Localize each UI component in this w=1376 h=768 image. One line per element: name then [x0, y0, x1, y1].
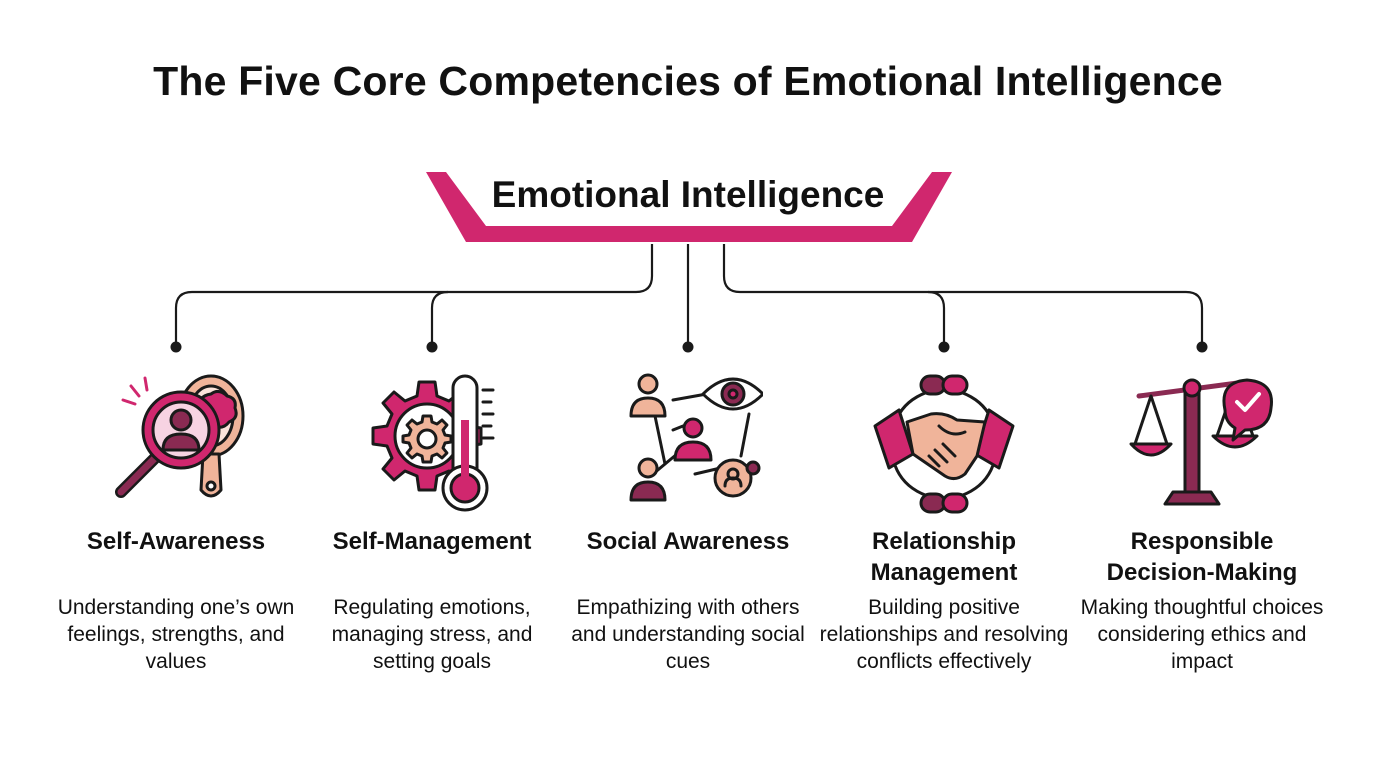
- handshake-chain-icon: [873, 374, 1015, 514]
- competency-description: Empathizing with others and understandin…: [571, 596, 805, 673]
- competency-title: Responsible Decision-Making: [1106, 528, 1298, 586]
- gear-thermometer-icon: [371, 374, 495, 512]
- competency-self-awareness: Self-Awareness Understanding one’s own f…: [51, 370, 301, 675]
- balance-scale-check-icon: [1129, 378, 1273, 506]
- connector-dots: [170, 341, 1208, 353]
- competency-description: Building positive relationships and reso…: [819, 596, 1069, 673]
- connector-lines: [174, 244, 1204, 346]
- center-label: Emotional Intelligence: [491, 174, 885, 215]
- competency-description: Understanding one’s own feelings, streng…: [57, 596, 295, 673]
- competency-title: Relationship Management: [870, 528, 1018, 586]
- competency-responsible-decision-making: Responsible Decision-Making Making thoug…: [1077, 370, 1327, 675]
- competency-relationship-management: Relationship Management Building positiv…: [819, 370, 1069, 675]
- competency-description: Regulating emotions, managing stress, an…: [331, 596, 533, 673]
- competency-social-awareness: Social Awareness Empathizing with others…: [563, 370, 813, 675]
- competency-title: Self-Awareness: [86, 528, 266, 555]
- center-banner-shape: [426, 172, 952, 242]
- magnifier-brain-mirror-icon: [115, 374, 245, 498]
- competency-title: Self-Management: [332, 528, 532, 555]
- competency-title: Social Awareness: [586, 528, 790, 555]
- people-network-eye-icon: [629, 373, 763, 502]
- page-title: The Five Core Competencies of Emotional …: [153, 58, 1223, 104]
- competency-description: Making thoughtful choices considering et…: [1080, 596, 1324, 673]
- competency-self-management: Self-Management Regulating emotions, man…: [307, 370, 557, 675]
